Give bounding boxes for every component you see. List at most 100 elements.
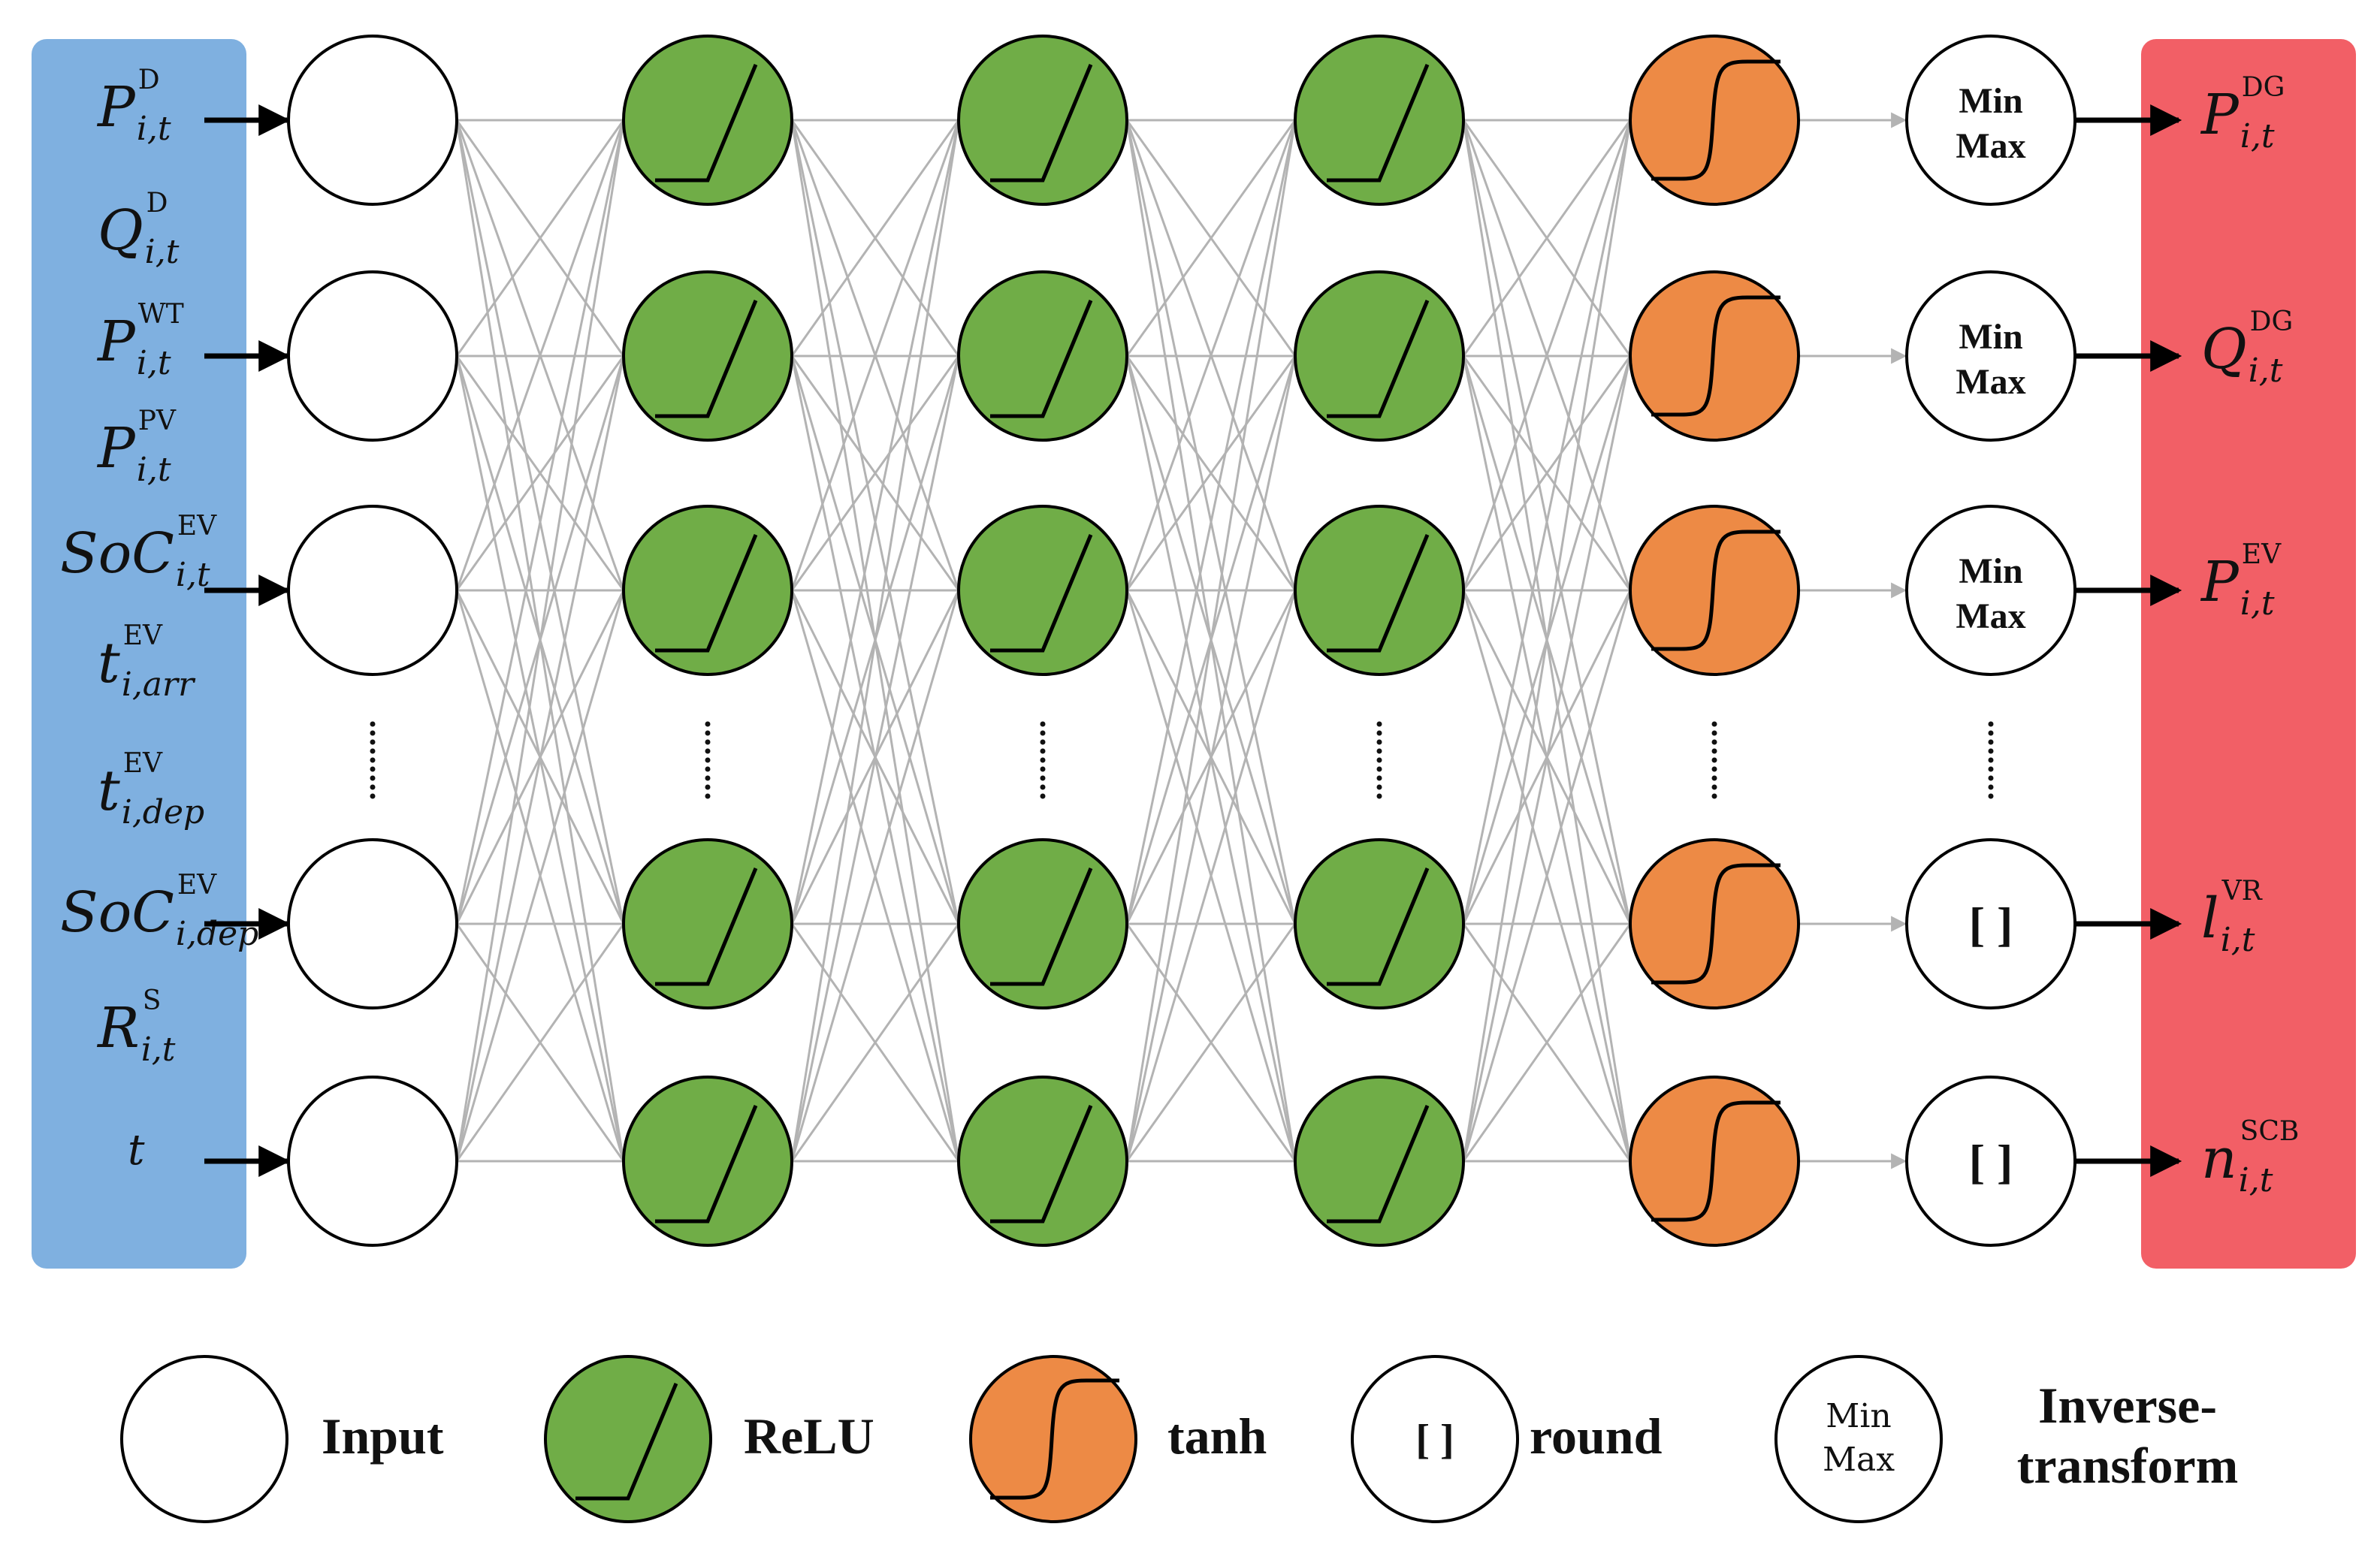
legend: Input ReLU tanh [ ] round Min Max Invers… [120, 1355, 2239, 1523]
ellipsis-dot [1711, 730, 1717, 736]
relu-icon [1327, 64, 1430, 183]
connection-line [1125, 119, 1297, 925]
relu-node [1294, 270, 1465, 442]
relu-node [1294, 35, 1465, 206]
relu-node [957, 270, 1128, 442]
input-label: t [128, 1126, 145, 1175]
input-node [287, 35, 458, 206]
relu-node [622, 35, 793, 206]
legend-tanh-node [969, 1355, 1137, 1523]
input-node [287, 270, 458, 442]
connection-line [790, 923, 960, 1162]
legend-relu-node [544, 1355, 712, 1523]
connection-line [1125, 355, 1297, 591]
relu-node [957, 35, 1128, 206]
nodes-layer [287, 35, 2076, 1247]
legend-tanh-label: tanh [1167, 1408, 1267, 1465]
ellipsis-dot [1988, 784, 1994, 790]
relu-icon [990, 534, 1093, 653]
relu-node [957, 1076, 1128, 1247]
ellipsis-dot [1711, 766, 1717, 772]
ellipsis-layer [370, 721, 1994, 799]
relu-node [1294, 838, 1465, 1009]
relu-icon [990, 868, 1093, 986]
connection-line [455, 355, 625, 1162]
relu-icon [655, 300, 758, 418]
ellipsis-dot [705, 775, 711, 781]
tanh-icon [1651, 863, 1780, 985]
ellipsis-dot [1711, 721, 1717, 727]
round-symbol: [ ] [1969, 898, 2013, 951]
ellipsis-dot [1988, 793, 1994, 799]
svg-text:EV: EV [177, 870, 217, 901]
relu-node [1294, 505, 1465, 676]
tanh-node [1629, 270, 1800, 442]
ellipsis-dot [1711, 739, 1717, 745]
connection-line [455, 590, 625, 1162]
svg-text:SCB: SCB [2240, 1116, 2300, 1147]
svg-text:i,dep: i,dep [176, 915, 258, 953]
svg-text:EV: EV [2242, 539, 2282, 570]
ellipsis-dot [1376, 748, 1382, 754]
ellipsis-dot [1040, 766, 1046, 772]
svg-text:VR: VR [2221, 876, 2263, 907]
legend-inverse-line2: transform [2017, 1437, 2239, 1494]
ellipsis-dot [370, 757, 376, 763]
legend-minmax-line2: Max [1823, 1441, 1895, 1479]
relu-icon [1327, 868, 1430, 986]
svg-text:i,arr: i,arr [122, 665, 196, 704]
svg-text:t: t [98, 631, 120, 696]
tanh-node [1629, 35, 1800, 206]
svg-text:EV: EV [123, 620, 163, 651]
relu-icon [655, 868, 758, 986]
ellipsis-dot [370, 748, 376, 754]
connection-line [1125, 590, 1297, 1162]
svg-text:i,t: i,t [2240, 117, 2275, 155]
svg-text:i,dep: i,dep [122, 793, 204, 831]
svg-text:EV: EV [177, 511, 217, 542]
ellipsis-dot [705, 757, 711, 763]
ellipsis-dot [1988, 721, 1994, 727]
connection-line [1462, 119, 1632, 1162]
connection-line [1462, 119, 1632, 357]
ellipsis-dot [1711, 793, 1717, 799]
svg-text:i,t: i,t [137, 344, 171, 382]
connection-line [455, 119, 625, 925]
legend-round-symbol: [ ] [1415, 1417, 1454, 1463]
svg-text:EV: EV [123, 748, 163, 779]
relu-icon [990, 64, 1093, 183]
ellipsis-dot [1376, 793, 1382, 799]
relu-node [957, 505, 1128, 676]
svg-text:Q: Q [2201, 317, 2247, 382]
connection-line [790, 119, 960, 591]
svg-text:l: l [2201, 886, 2219, 951]
connection-line [455, 355, 625, 591]
transform-line1: Min [1959, 317, 2022, 357]
ellipsis-dot [1376, 757, 1382, 763]
legend-relu-label: ReLU [744, 1408, 874, 1465]
ellipsis-dot [370, 739, 376, 745]
ellipsis-dot [705, 784, 711, 790]
ellipsis-dot [1040, 730, 1046, 736]
tanh-icon [1651, 1100, 1780, 1222]
svg-text:DG: DG [2242, 72, 2285, 103]
ellipsis-dot [1711, 775, 1717, 781]
ellipsis-dot [1376, 721, 1382, 727]
connection-line [790, 355, 960, 591]
tanh-icon [1651, 59, 1780, 181]
relu-icon [655, 1105, 758, 1224]
round-symbol: [ ] [1969, 1135, 2013, 1188]
connection-line [455, 119, 625, 1162]
ellipsis-dot [1711, 757, 1717, 763]
relu-node [1294, 1076, 1465, 1247]
svg-text:D: D [138, 65, 160, 95]
relu-icon [990, 300, 1093, 418]
ellipsis-dot [705, 739, 711, 745]
